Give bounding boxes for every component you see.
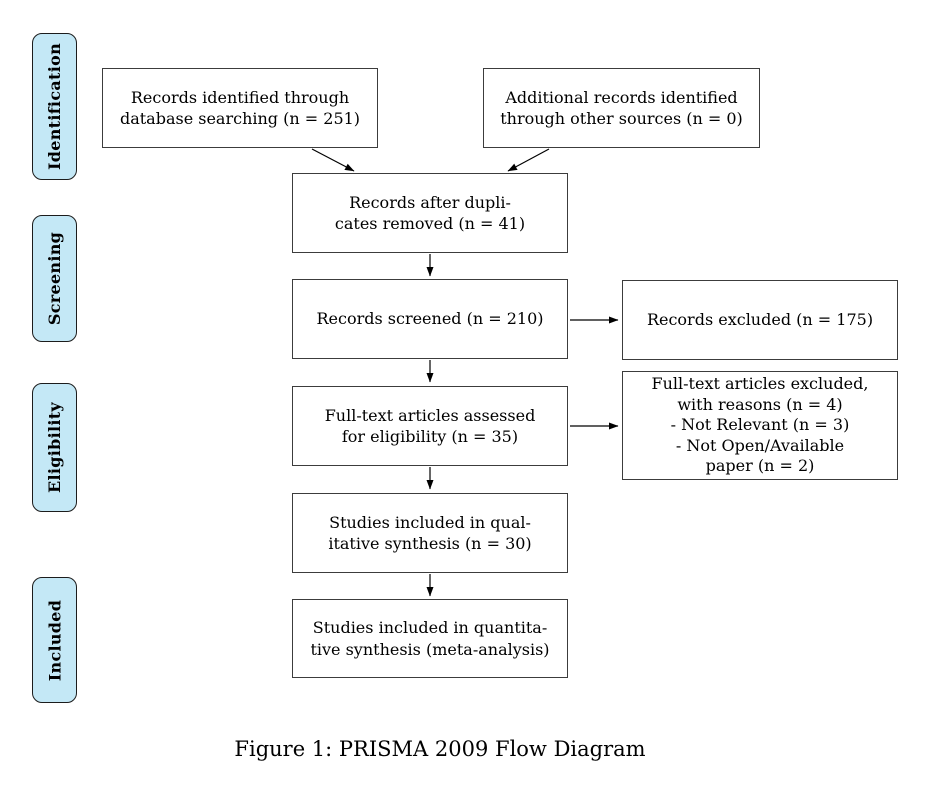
stage-label-included: Included	[32, 577, 77, 703]
stage-label-identification-text: Identification	[45, 43, 64, 170]
box-qualitative-synthesis: Studies included in qual- itative synthe…	[292, 493, 568, 573]
box-records-after-duplicates-removed: Records after dupli- cates removed (n = …	[292, 173, 568, 253]
box-records-screened: Records screened (n = 210)	[292, 279, 568, 359]
box-quantitative-synthesis: Studies included in quantita- tive synth…	[292, 599, 568, 678]
stage-label-identification: Identification	[32, 33, 77, 180]
stage-label-eligibility-text: Eligibility	[45, 401, 64, 494]
stage-label-included-text: Included	[45, 599, 64, 681]
stage-label-eligibility: Eligibility	[32, 383, 77, 512]
box-additional-records: Additional records identified through ot…	[483, 68, 760, 148]
box-records-excluded: Records excluded (n = 175)	[622, 280, 898, 360]
figure-caption: Figure 1: PRISMA 2009 Flow Diagram	[234, 737, 646, 761]
box-records-identified: Records identified through database sear…	[102, 68, 378, 148]
box-fulltext-assessed: Full-text articles assessed for eligibil…	[292, 386, 568, 466]
stage-label-screening-text: Screening	[45, 231, 65, 326]
stage-label-screening: Screening	[32, 215, 77, 342]
arrow-additional-to-deduplicated	[507, 148, 550, 172]
box-fulltext-excluded: Full-text articles excluded, with reason…	[622, 371, 898, 480]
arrow-identified-to-deduplicated	[311, 148, 355, 172]
